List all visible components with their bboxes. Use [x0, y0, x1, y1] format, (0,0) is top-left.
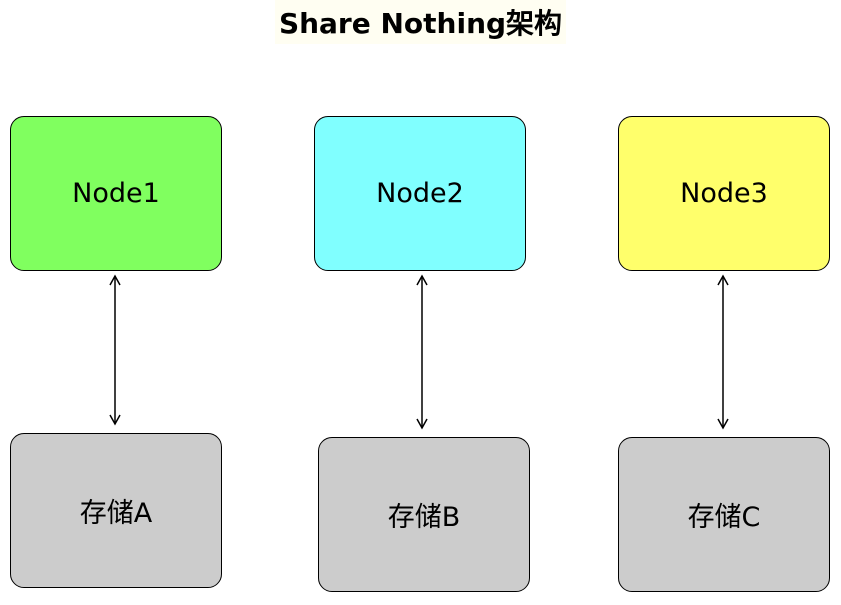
node-box-2: Node2 — [314, 116, 526, 271]
storage-box-a: 存储A — [10, 433, 222, 588]
diagram-title-text: Share Nothing架构 — [274, 0, 567, 44]
storage-box-c: 存储C — [618, 437, 830, 592]
node-box-1: Node1 — [10, 116, 222, 271]
diagram-title: Share Nothing架构 — [0, 0, 841, 44]
node-box-3: Node3 — [618, 116, 830, 271]
storage-box-b: 存储B — [318, 437, 530, 592]
